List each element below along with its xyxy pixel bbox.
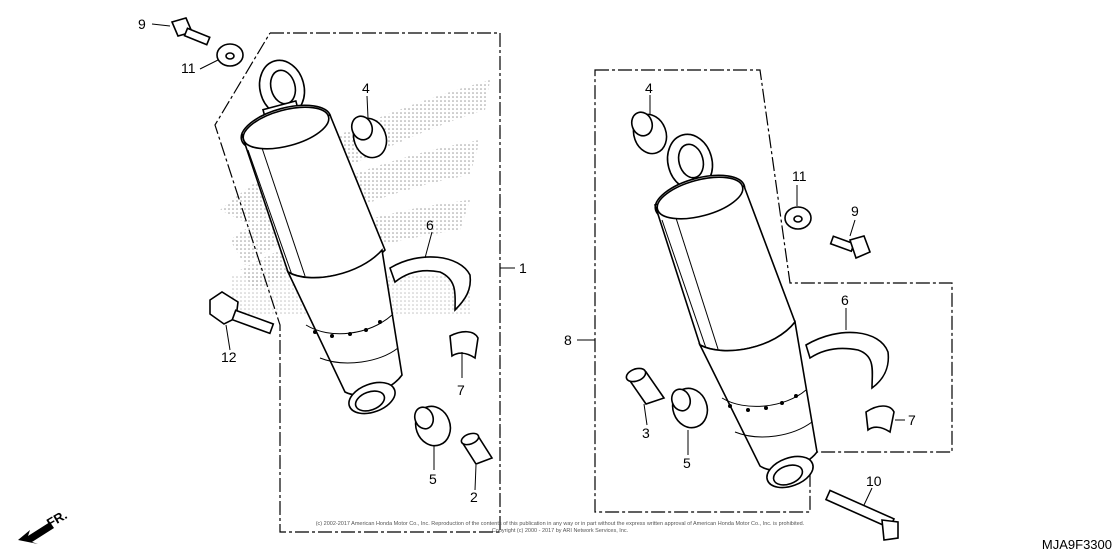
assembly-1-boundary <box>214 32 501 533</box>
collar-3 <box>625 367 666 405</box>
callout-7-right: 7 <box>908 412 916 428</box>
callout-8: 8 <box>564 332 572 348</box>
stud-10 <box>824 489 899 541</box>
callout-5-left: 5 <box>429 471 437 487</box>
callout-7-left: 7 <box>457 382 465 398</box>
callout-1: 1 <box>519 260 527 276</box>
clip-7-left <box>449 330 479 360</box>
callout-3: 3 <box>642 425 650 441</box>
callout-11-left: 11 <box>181 60 196 76</box>
callout-2: 2 <box>470 489 478 505</box>
callout-6-left: 6 <box>426 217 434 233</box>
callout-6-right: 6 <box>841 292 849 308</box>
callout-12: 12 <box>221 349 237 365</box>
rubber-bushing-5-left <box>413 405 452 447</box>
callout-4-right: 4 <box>645 80 653 96</box>
callout-9-right: 9 <box>851 203 859 219</box>
collar-2 <box>460 432 494 465</box>
band-6-left <box>389 256 472 312</box>
callout-9-left: 9 <box>138 16 146 32</box>
callout-11-right: 11 <box>792 168 807 184</box>
rubber-bushing-4-left <box>350 115 388 159</box>
copyright-line-1: (c) 2002-2017 American Honda Motor Co., … <box>315 521 805 527</box>
bolt-12 <box>209 291 275 335</box>
callout-5-right: 5 <box>683 455 691 471</box>
washer-11-right <box>784 206 812 230</box>
bolt-9-left <box>170 17 211 46</box>
front-direction-arrow-icon <box>18 522 54 544</box>
callout-10: 10 <box>866 473 882 489</box>
rear-shock-absorber-left <box>240 59 403 415</box>
copyright-notice: (c) 2002-2017 American Honda Motor Co., … <box>280 521 840 535</box>
clip-7-right <box>865 405 895 434</box>
assembly-8-boundary <box>594 69 953 513</box>
leader-lines <box>151 23 905 506</box>
bolt-9-right <box>829 235 872 260</box>
band-6-right <box>805 331 890 390</box>
copyright-line-2: Copyright (c) 2000 - 2017 by ARI Network… <box>491 528 629 534</box>
rubber-bushing-4-right <box>630 111 668 155</box>
rear-shock-absorber-right <box>653 133 818 489</box>
diagram-code: MJA9F3300 <box>1041 537 1112 552</box>
washer-11-left <box>216 43 244 67</box>
rubber-bushing-5-right <box>670 387 709 429</box>
callout-4-left: 4 <box>362 80 370 96</box>
